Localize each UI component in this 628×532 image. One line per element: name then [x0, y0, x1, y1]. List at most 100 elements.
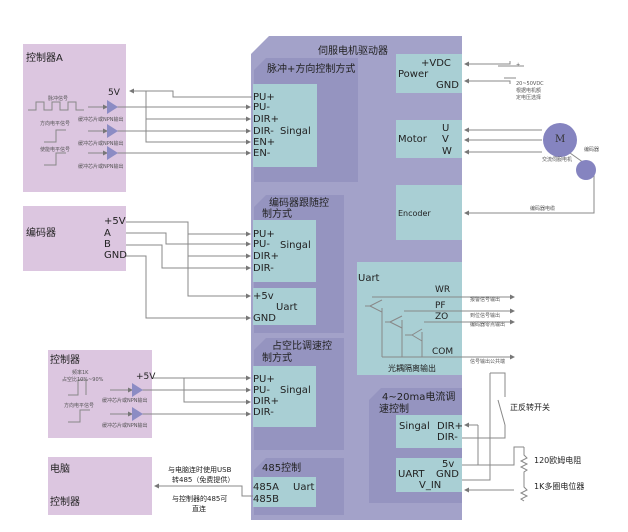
encoder-box-title: 编码器: [26, 228, 56, 239]
buffer-label: 缓冲芯片或NPN输出: [102, 423, 148, 429]
signal-label: Singal: [280, 240, 311, 251]
power-block: [396, 54, 462, 93]
pf-desc: 到位信号输出: [470, 313, 501, 319]
com-desc: 信号输出公共端: [470, 359, 506, 365]
rs485-uart-block: [253, 477, 316, 507]
pin-label: U: [442, 123, 450, 134]
encoder-section-title: 编码器跟随控: [269, 198, 329, 209]
duty-label: 占空比10%~90%: [62, 377, 104, 383]
motor-symbol: M: [555, 134, 566, 145]
pin-label: DIR+: [437, 421, 463, 432]
dir-signal-label: 方向电平信号: [64, 403, 95, 409]
uart-output-title: Uart: [358, 273, 380, 284]
wr-desc: 报警信号输出: [470, 297, 501, 303]
motor-icon: [543, 123, 577, 157]
pin-label: PU+: [253, 92, 275, 103]
motor-name: 交流伺服电机: [542, 157, 573, 163]
current-section-title: 4~20ma电流调: [382, 392, 456, 403]
com-pin: COM: [432, 347, 454, 357]
usb-note: 与电脑连时使用USB: [168, 466, 232, 474]
pin-label: V: [442, 134, 449, 145]
pin-label: B: [104, 239, 111, 250]
controller-a-title: 控制器A: [26, 53, 63, 64]
pin-label: PU-: [253, 239, 270, 250]
pc-box: [48, 457, 152, 515]
zo-pin: ZO: [435, 312, 449, 322]
pulse-section-title: 脉冲+方向控制方式: [267, 64, 356, 75]
pin-label: GND: [436, 469, 459, 480]
pin-label: GND: [253, 313, 276, 324]
direct-note: 与控制器的485可: [172, 495, 228, 503]
pin-label: DIR+: [253, 396, 279, 407]
pin-label: DIR-: [253, 407, 274, 418]
pin-label: EN+: [253, 137, 276, 148]
controller-5v: +5V: [136, 372, 156, 382]
pin-label: PU-: [253, 102, 270, 113]
controller-title: 控制器: [50, 355, 80, 366]
pin-label: GND: [104, 250, 127, 261]
uart-label: Uart: [276, 302, 298, 313]
buffer-label: 缓冲芯片或NPN输出: [78, 117, 124, 123]
pin-label: V_IN: [419, 480, 442, 491]
duty-section-title: 制方式: [262, 353, 292, 364]
uart-label: UART: [398, 469, 425, 480]
encoder-port-block: [396, 185, 462, 240]
controller-a-box: [23, 44, 126, 192]
current-signal-block: [396, 415, 462, 448]
rs485-section-title: 485控制: [262, 463, 302, 474]
encoder-name: 编码器: [584, 147, 600, 153]
encoder-uart-block: [253, 288, 316, 325]
pulse-signal-label: 脉冲信号: [48, 96, 69, 102]
pin-label: DIR-: [253, 263, 274, 274]
direct-note: 直连: [192, 505, 206, 513]
vdc-pin: +VDC: [421, 58, 451, 69]
supply-note: 根据电机额: [516, 88, 542, 94]
motor-label: Motor: [398, 134, 427, 145]
pin-label: PU+: [253, 229, 275, 240]
pf-pin: PF: [435, 301, 446, 311]
pin-label: DIR-: [437, 432, 458, 443]
duty-section-title: 占空比调速控: [272, 341, 332, 352]
pin-label: PU+: [253, 374, 275, 385]
pin-label: +5v: [253, 291, 274, 302]
power-label: Power: [398, 69, 429, 80]
supply-note: 定电压选择: [516, 95, 542, 101]
supply-voltage: 20~50VDC: [516, 81, 544, 87]
pin-label: DIR+: [253, 114, 279, 125]
buffer-label: 缓冲芯片或NPN输出: [78, 141, 124, 147]
pin-label: 485A: [253, 482, 279, 493]
pc-label: 电脑: [50, 464, 70, 475]
duty-signal-block: [253, 366, 316, 427]
pin-label: PU-: [253, 385, 270, 396]
current-uart-block: [396, 458, 462, 492]
freq-label: 频率1K: [72, 370, 89, 376]
driver-title: 伺服电机驱动器: [318, 46, 388, 57]
encoder-wheel-icon: [576, 160, 596, 180]
encoder-port-label: Encoder: [398, 209, 431, 218]
pin-label: +5V: [104, 216, 126, 227]
resistor-label: 120欧姆电阻: [534, 456, 582, 465]
current-section-title: 速控制: [379, 404, 409, 415]
pin-label: EN-: [253, 148, 271, 159]
direction-switch-label: 正反转开关: [510, 403, 550, 412]
pin-label: 5v: [442, 459, 455, 470]
usb-note: 转485（免费提供）: [172, 476, 235, 484]
uart-output-block: [357, 262, 462, 375]
dir-signal-label: 方向电平信号: [40, 121, 71, 127]
encoder-box: [23, 206, 126, 271]
pin-label: 485B: [253, 494, 279, 505]
enable-signal-label: 使能电平信号: [40, 147, 71, 153]
signal-label: Singal: [399, 421, 430, 432]
controller-label: 控制器: [50, 497, 80, 508]
gnd-pin: GND: [436, 80, 459, 91]
potentiometer-label: 1K多圈电位器: [534, 482, 585, 491]
signal-label: Singal: [280, 126, 311, 137]
pin-label: DIR-: [253, 126, 274, 137]
controller-a-5v: 5V: [108, 88, 120, 98]
encoder-signal-block: [253, 220, 316, 282]
motor-block: [396, 120, 462, 158]
buffer-label: 缓冲芯片或NPN输出: [78, 164, 124, 170]
plus-sign: +: [516, 62, 521, 68]
pin-label: DIR+: [253, 251, 279, 262]
